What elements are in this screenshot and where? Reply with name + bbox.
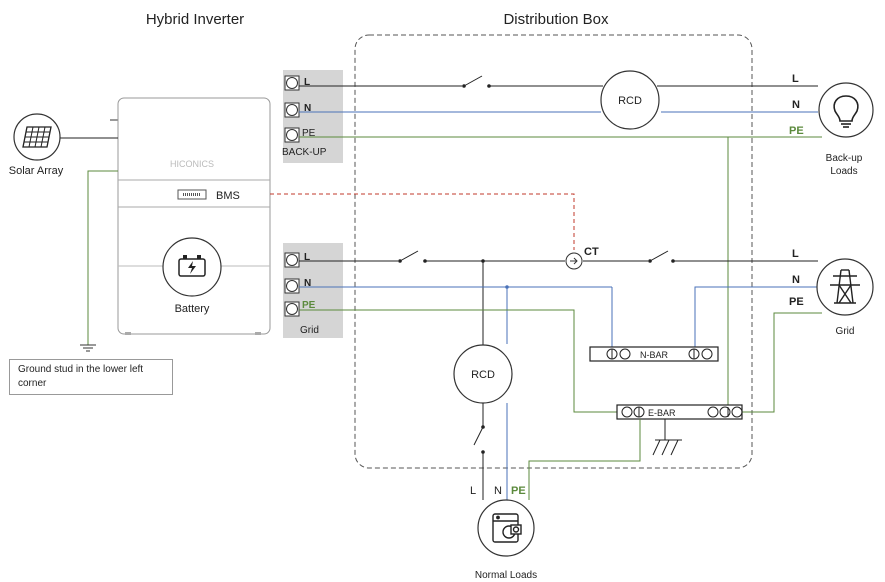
brand-logo: HICONICS [170, 159, 214, 169]
grid-terminal-block: L N PE Grid [283, 243, 343, 338]
backup-group-label: BACK-UP [282, 147, 327, 158]
ground-symbol [652, 439, 682, 456]
solar-array-label: Solar Array [9, 165, 64, 177]
inverter-title: Hybrid Inverter [146, 11, 244, 28]
distribution-box-title: Distribution Box [503, 11, 609, 28]
grid-circle [816, 258, 874, 316]
grid-n-terminal: N [304, 278, 311, 289]
grid-pe-label: PE [789, 296, 804, 308]
backup-pe-terminal: PE [302, 128, 316, 139]
n-bar: N-BAR [589, 346, 719, 362]
rcd-top-label: RCD [618, 95, 642, 107]
backup-wiring [299, 75, 822, 405]
inverter-ground [80, 170, 118, 352]
backup-loads-circle [818, 82, 874, 138]
e-bar: E-BAR [616, 404, 743, 420]
backup-l-terminal: L [304, 77, 310, 88]
normal-loads-circle [477, 499, 535, 557]
backup-n-label: N [792, 99, 800, 111]
backup-loads-label-2: Loads [830, 166, 857, 177]
lightbulb-icon [833, 95, 859, 128]
power-tower-icon [830, 269, 860, 304]
ct-label: CT [584, 246, 599, 258]
washing-machine-icon [492, 513, 522, 543]
e-bar-label: E-BAR [648, 408, 676, 418]
backup-loads-label-1: Back-up [826, 153, 863, 164]
hybrid-inverter: HICONICS BMS Battery [110, 97, 271, 335]
backup-pe-label: PE [789, 125, 804, 137]
grid-wiring [299, 250, 822, 413]
normal-loads-wiring [473, 403, 641, 500]
rcd-bottom-label: RCD [471, 369, 495, 381]
normal-loads-label: Normal Loads [475, 570, 537, 581]
grid-group-label: Grid [300, 325, 319, 336]
normal-l-label: L [470, 485, 476, 497]
normal-n-label: N [494, 485, 502, 497]
ct-signal-cable [270, 193, 575, 250]
bms-label: BMS [216, 190, 240, 202]
grid-pe-terminal: PE [302, 300, 316, 311]
normal-pe-label: PE [511, 485, 526, 497]
solar-panel-icon [22, 126, 52, 148]
ground-stud-note: Ground stud in the lower left corner [9, 359, 173, 395]
rcd-top [600, 70, 660, 130]
backup-terminal-block: L N PE BACK-UP [282, 70, 343, 163]
grid-n-label: N [792, 274, 800, 286]
backup-l-label: L [792, 73, 799, 85]
battery-label: Battery [175, 303, 210, 315]
backup-n-terminal: N [304, 103, 311, 114]
n-bar-label: N-BAR [640, 350, 669, 360]
grid-l-terminal: L [304, 252, 310, 263]
battery-icon [178, 255, 206, 277]
distribution-box [354, 34, 753, 469]
grid-label: Grid [836, 326, 855, 337]
grid-l-label: L [792, 248, 799, 260]
